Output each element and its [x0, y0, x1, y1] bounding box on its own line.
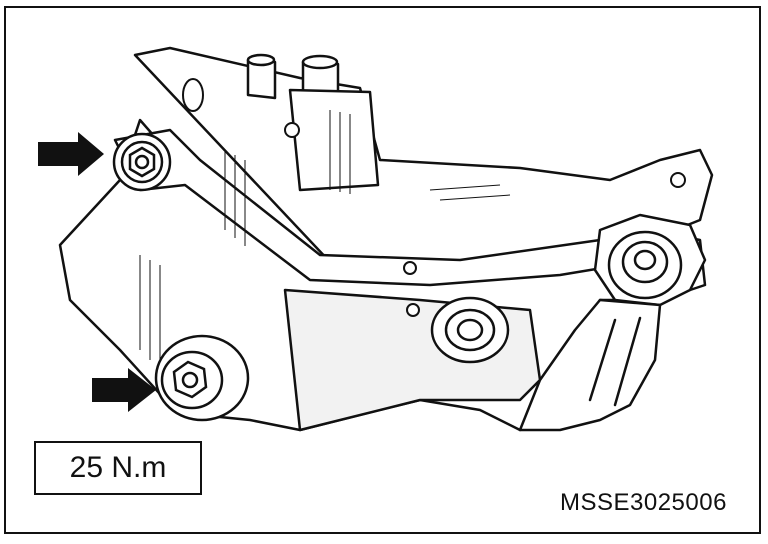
hole-plate — [403, 261, 417, 275]
slot-upper — [182, 78, 204, 112]
hole-right-top — [670, 172, 686, 188]
post-left-top — [246, 53, 276, 67]
figure-frame — [4, 6, 761, 534]
center-boss — [430, 296, 510, 364]
right-bushing — [607, 230, 683, 300]
torque-spec-box: 25 N.m — [34, 441, 202, 495]
lower-bolt — [154, 334, 250, 422]
post-right-top — [301, 54, 339, 70]
housing-cylinder — [288, 88, 380, 192]
figure-code: MSSE3025006 — [560, 489, 727, 516]
arrow-lower-bolt — [92, 368, 156, 412]
right-leg — [518, 298, 662, 432]
upper-bolt — [112, 132, 172, 192]
torque-label: 25 N.m — [69, 451, 167, 484]
hole-upper — [284, 122, 300, 138]
hole-center — [406, 303, 420, 317]
arrow-upper-bolt — [38, 132, 104, 176]
